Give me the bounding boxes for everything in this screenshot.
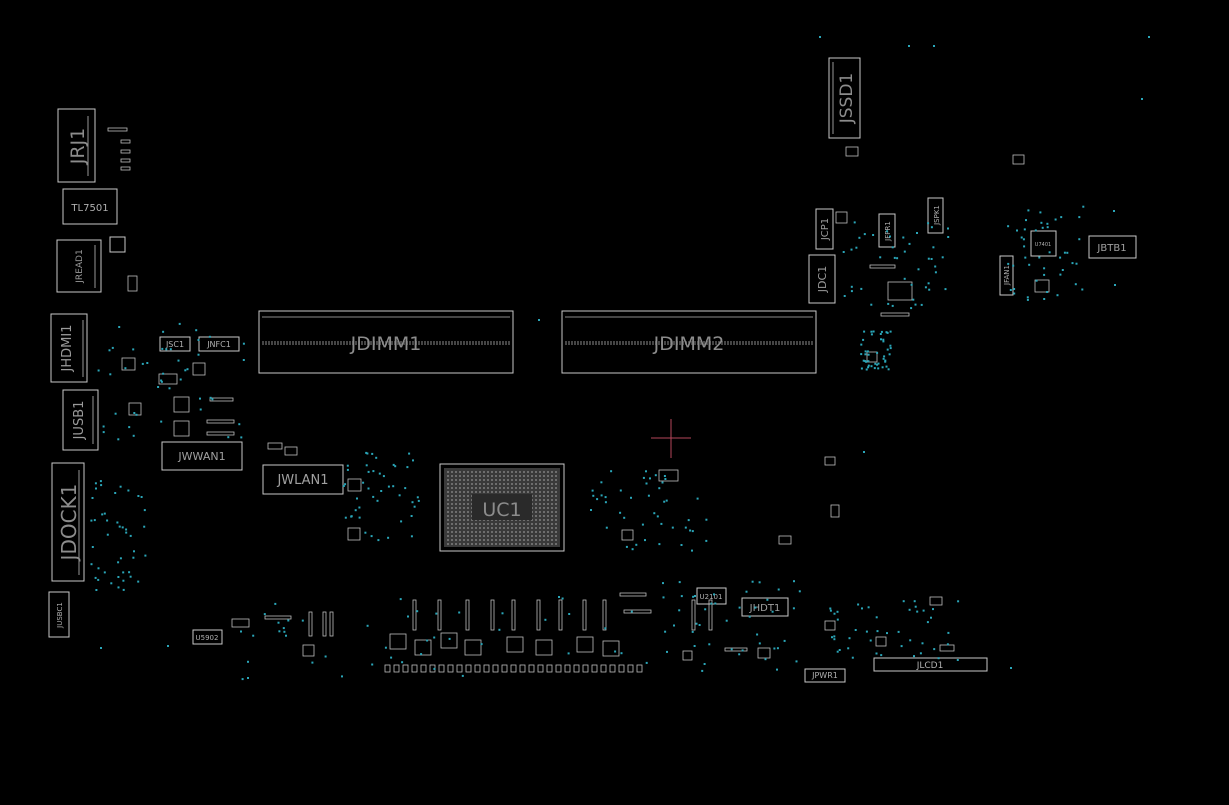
component-jusbc1[interactable]: JUSBC1 — [48, 591, 70, 638]
label-u2101: U2101 — [700, 593, 723, 601]
component-jusb1[interactable]: JUSB1 — [62, 389, 99, 451]
component-u7401[interactable]: U7401 — [1030, 230, 1057, 257]
square-pad-row — [384, 632, 643, 673]
label-jrj1: JRJ1 — [67, 128, 89, 166]
component-jdimm1[interactable]: JDIMM1 — [258, 310, 514, 374]
part-line-a[interactable] — [869, 264, 896, 269]
label-jsc1: JSC1 — [165, 340, 184, 349]
part-near-jssd1[interactable] — [845, 146, 859, 157]
component-jwwan1[interactable]: JWWAN1 — [161, 441, 243, 471]
component-jpwr1[interactable]: JPWR1 — [804, 668, 846, 683]
label-jusbc1: JUSBC1 — [56, 602, 64, 629]
component-jsc1[interactable]: JSC1 — [159, 336, 191, 352]
label-jdimm1: JDIMM1 — [350, 333, 422, 355]
component-jlcd1[interactable]: JLCD1 — [873, 657, 988, 672]
component-jhdmi1[interactable]: JHDMI1 — [50, 313, 88, 383]
label-jdock1: JDOCK1 — [57, 484, 81, 563]
part-near-jdc1[interactable] — [887, 281, 913, 301]
component-u2101[interactable]: U2101 — [696, 587, 727, 605]
label-jusb1: JUSB1 — [72, 401, 87, 441]
vias — [90, 36, 1150, 681]
label-jdimm2: JDIMM2 — [653, 333, 725, 355]
label-jhdmi1: JHDMI1 — [60, 325, 75, 373]
label-jpwr1: JPWR1 — [811, 671, 838, 680]
label-jdc1: JDC1 — [816, 266, 829, 293]
component-jdock1[interactable]: JDOCK1 — [51, 462, 85, 582]
cursor-crosshair — [651, 419, 691, 458]
label-jwwan1: JWWAN1 — [177, 450, 225, 463]
label-jwlan1: JWLAN1 — [276, 473, 328, 488]
label-jssd1: JSSD1 — [837, 73, 857, 125]
passive-parts — [121, 154, 1050, 661]
label-u5902: U5902 — [196, 634, 219, 642]
label-jhdt1: JHDT1 — [749, 603, 781, 614]
vertical-pin-rows — [308, 599, 713, 637]
label-uc1: UC1 — [482, 499, 521, 521]
component-jnfc1[interactable]: JNFC1 — [198, 336, 240, 352]
component-jbtb1[interactable]: JBTB1 — [1088, 235, 1137, 259]
component-jrj1[interactable]: JRJ1 — [57, 108, 96, 183]
label-jcp1: JCP1 — [820, 218, 831, 241]
label-jfan1: JFAN1 — [1003, 265, 1011, 286]
label-jlcd1: JLCD1 — [916, 661, 944, 671]
component-jdimm2[interactable]: JDIMM2 — [561, 310, 817, 374]
label-jread1: JREAD1 — [75, 249, 85, 283]
component-jhdt1[interactable]: JHDT1 — [741, 597, 789, 617]
label-jnfc1: JNFC1 — [206, 340, 231, 349]
pads-jrj1-side — [107, 127, 131, 171]
component-jdc1[interactable]: JDC1 — [808, 254, 836, 304]
label-jspk1: JSPK1 — [933, 205, 941, 226]
part-c-near-jread1[interactable] — [127, 275, 138, 292]
component-jread1[interactable]: JREAD1 — [56, 239, 102, 293]
component-tl7501[interactable]: TL7501 — [62, 188, 118, 225]
component-jwlan1[interactable]: JWLAN1 — [262, 464, 344, 495]
component-jcp1[interactable]: JCP1 — [815, 208, 834, 250]
label-jbtb1: JBTB1 — [1096, 243, 1126, 254]
component-jspk1[interactable]: JSPK1 — [927, 197, 944, 234]
part-line-b[interactable] — [880, 312, 910, 317]
component-jfan1[interactable]: JFAN1 — [999, 255, 1014, 296]
component-u5902[interactable]: U5902 — [192, 629, 223, 645]
component-jssd1[interactable]: JSSD1 — [828, 57, 861, 139]
label-tl7501: TL7501 — [70, 203, 108, 214]
component-uc1[interactable]: UC1 — [439, 463, 565, 552]
part-u-near-jread1[interactable] — [109, 236, 126, 253]
label-u7401: U7401 — [1035, 242, 1051, 248]
